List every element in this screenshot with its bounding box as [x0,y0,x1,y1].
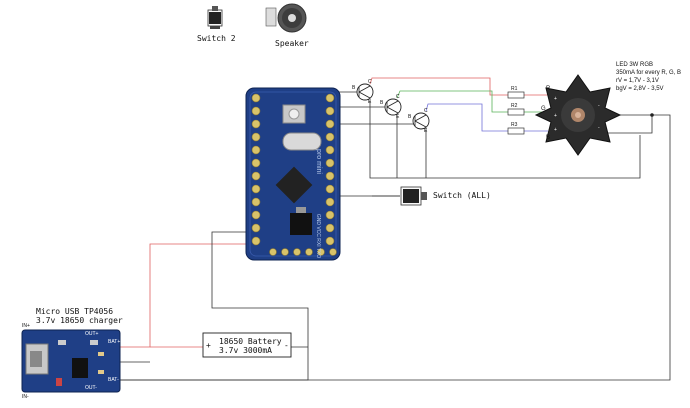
speaker-symbol [265,3,307,33]
arduino-pin-left [251,158,261,168]
q2-collector-label: C [396,94,400,100]
q3-collector-label: C [424,108,428,114]
charger-pin-out-plus: OUT+ [85,331,99,337]
switch-all-symbol [400,186,427,206]
led-pin-b: B [546,135,551,141]
arduino-pin-bottom [305,248,313,256]
arduino-pin-bottom [269,248,277,256]
arduino-bottom-pins: GND VCC RXI TXO [315,213,322,259]
q2-emitter-label: E [396,114,400,120]
transistor-q1 [356,83,374,101]
led-pin-b-plus: + [554,127,557,133]
battery-label-line1: 18650 Battery [219,337,282,346]
resistor-r3-label: R3 [511,122,518,128]
led-pin-minus-1: - [598,103,600,109]
arduino-pro-mini [245,87,341,261]
arduino-pin-right [325,223,335,233]
led-label-line1: LED 3W RGB [616,62,654,68]
red-wire-vcc [120,243,258,348]
battery-minus: - [284,341,289,350]
charger-pin-in-minus: IN- [22,394,29,400]
switch-all-label: Switch (ALL) [433,191,491,200]
q3-base-label: B [408,114,412,120]
arduino-pin-right [325,132,335,142]
arduino-pin-right [325,106,335,116]
led-pin-r: R [546,86,551,92]
arduino-pin-left [251,223,261,233]
arduino-pin-left [251,106,261,116]
resistor-r1-label: R1 [511,86,518,92]
wire-ground-bottom [120,180,671,381]
led-label-line2: 350mA for every R, G, B [616,70,682,76]
tp4056-charger-board [21,329,121,393]
red-wire-r [369,77,508,96]
led-label-line3: rV = 1,7V - 3,1V [616,78,659,84]
charger-pin-out-minus: OUT- [85,385,97,391]
q1-base-label: B [352,85,356,91]
switch2-label: Switch 2 [197,34,236,43]
speaker-label: Speaker [275,39,309,48]
resistor-r3 [507,127,525,135]
charger-label-line1: Micro USB TP4056 [36,307,114,316]
arduino-pin-left [251,93,261,103]
led-pin-g: G [541,106,546,112]
wire-led-minus2 [605,115,653,134]
battery-label-line2: 3.7v 3000mA [219,346,272,355]
wire-emitter-1 [369,100,641,179]
transistor-q2 [384,98,402,116]
arduino-pin-right [325,197,335,207]
led-label-line4: bgV = 2,8V - 3,5V [616,86,664,92]
led-pin-r-plus: + [554,96,557,102]
transistor-q3 [412,112,430,130]
battery-body [202,332,292,358]
arduino-pin-right [325,171,335,181]
arduino-pin-left [251,236,261,246]
charger-pin-bat-minus: BAT- [108,377,119,383]
arduino-silkscreen: pro mini [314,149,322,174]
arduino-pin-left [251,145,261,155]
arduino-pin-left [251,132,261,142]
charger-label-line2: 3.7v 18650 charger [36,316,123,325]
arduino-pin-bottom [281,248,289,256]
arduino-pin-right [325,158,335,168]
arduino-pin-right [325,184,335,194]
arduino-pin-right [325,236,335,246]
arduino-pin-right [325,119,335,129]
q2-base-label: B [380,100,384,106]
q1-emitter-label: E [368,99,372,105]
battery-plus: + [206,341,211,350]
charger-pin-bat-plus: BAT+ [108,339,121,345]
q1-collector-label: C [368,79,372,85]
arduino-pin-left [251,210,261,220]
arduino-pin-right [325,93,335,103]
arduino-pin-left [251,171,261,181]
arduino-pin-bottom [293,248,301,256]
led-pin-minus-2: - [598,125,600,131]
arduino-pin-left [251,197,261,207]
green-wire-g [396,90,508,113]
arduino-pin-bottom [329,248,337,256]
resistor-r2 [507,108,525,116]
wire-led-minus [605,114,671,180]
arduino-pin-right [325,210,335,220]
rgb-led-star [534,74,622,156]
junction-dot [650,113,654,117]
arduino-pin-left [251,184,261,194]
resistor-r1 [507,91,525,99]
switch2-symbol [207,6,223,29]
blue-wire-b [425,103,508,132]
charger-pin-in-plus: IN+ [22,323,30,329]
resistor-r2-label: R2 [511,103,518,109]
q3-emitter-label: E [424,128,428,134]
arduino-pin-right [325,145,335,155]
led-pin-g-plus: + [554,113,557,119]
arduino-pin-left [251,119,261,129]
arduino-pin-bottom [317,248,325,256]
